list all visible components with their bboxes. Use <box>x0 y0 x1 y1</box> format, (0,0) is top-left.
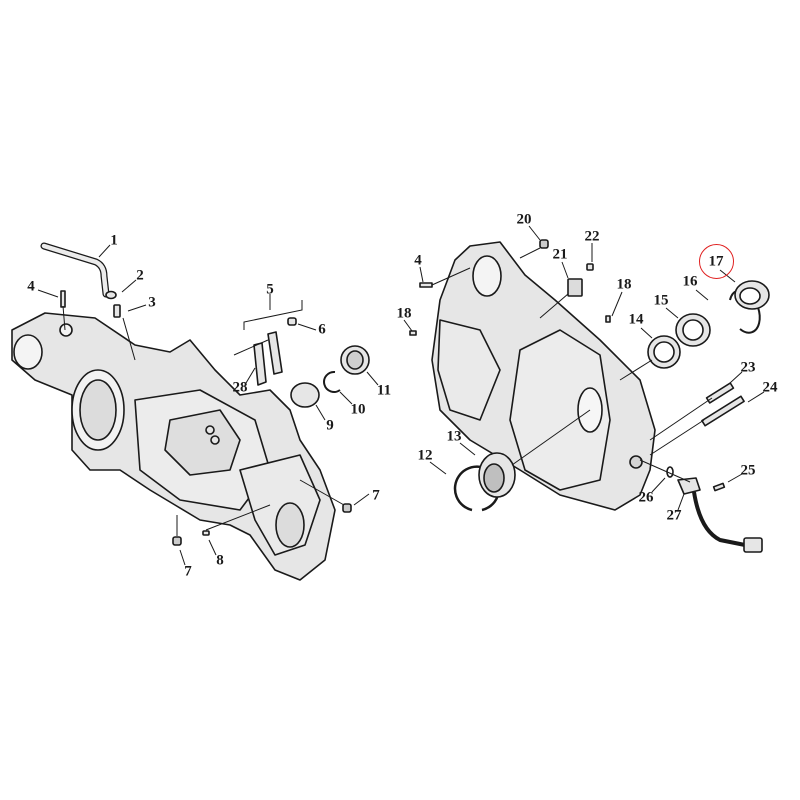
callout-11[interactable]: 11 <box>376 382 392 399</box>
callout-9[interactable]: 9 <box>326 417 334 434</box>
part-28-plate-b <box>267 331 283 375</box>
part-28-plate-a <box>253 342 267 386</box>
highlight-ring-part-17 <box>699 244 734 279</box>
callout-14[interactable]: 14 <box>628 311 644 328</box>
callout-7-bottom[interactable]: 7 <box>184 563 192 580</box>
part-27-sensor <box>677 477 701 495</box>
part-20-plug <box>539 239 549 249</box>
callout-28[interactable]: 28 <box>232 379 248 396</box>
part-7-plug-right <box>342 503 352 513</box>
callout-12[interactable]: 12 <box>417 447 433 464</box>
left-crankcase <box>11 312 336 581</box>
part-7-plug-bottom <box>172 536 182 546</box>
callout-20[interactable]: 20 <box>516 211 532 228</box>
leader-lines <box>37 225 765 566</box>
right-crankcase <box>431 241 656 511</box>
callout-21[interactable]: 21 <box>552 246 568 263</box>
part-2-clamp <box>105 290 117 300</box>
callout-15[interactable]: 15 <box>653 292 669 309</box>
callout-16[interactable]: 16 <box>682 273 698 290</box>
part-6-screw <box>287 317 297 326</box>
part-24-bolt <box>701 395 745 427</box>
part-4-stud-left <box>60 290 66 308</box>
part-22-screw <box>586 263 594 271</box>
callout-5[interactable]: 5 <box>266 281 274 298</box>
callout-27[interactable]: 27 <box>666 507 682 524</box>
part-9-bushing <box>290 382 320 408</box>
part-18-dowel-right <box>605 315 611 323</box>
callout-2[interactable]: 2 <box>136 267 144 284</box>
callout-26[interactable]: 26 <box>638 489 654 506</box>
callout-18-right[interactable]: 18 <box>616 276 632 293</box>
callout-10[interactable]: 10 <box>350 401 366 418</box>
callout-13[interactable]: 13 <box>446 428 462 445</box>
part-23-bolt <box>705 382 735 404</box>
callout-6[interactable]: 6 <box>318 321 326 338</box>
part-25-screw <box>712 482 726 492</box>
callout-22[interactable]: 22 <box>584 228 600 245</box>
part-3-fitting <box>113 304 121 318</box>
part-21-cover-plate <box>567 278 583 297</box>
callout-4-left[interactable]: 4 <box>27 278 35 295</box>
callout-24[interactable]: 24 <box>762 379 778 396</box>
part-18-dowel-left <box>409 330 417 336</box>
part-8-dowel <box>202 530 210 536</box>
part-10-snap-ring <box>323 370 341 393</box>
callout-23[interactable]: 23 <box>740 359 756 376</box>
callout-25[interactable]: 25 <box>740 462 756 479</box>
part-27-sensor-cable <box>692 491 746 547</box>
part-4-stud-right <box>419 282 433 288</box>
part-27-connector <box>743 537 763 553</box>
callout-4-right[interactable]: 4 <box>414 252 422 269</box>
callout-18-left[interactable]: 18 <box>396 305 412 322</box>
callout-3[interactable]: 3 <box>148 294 156 311</box>
callout-7-right[interactable]: 7 <box>372 487 380 504</box>
callout-8[interactable]: 8 <box>216 552 224 569</box>
callout-1[interactable]: 1 <box>110 232 118 249</box>
part-12-snap-ring <box>453 465 501 512</box>
